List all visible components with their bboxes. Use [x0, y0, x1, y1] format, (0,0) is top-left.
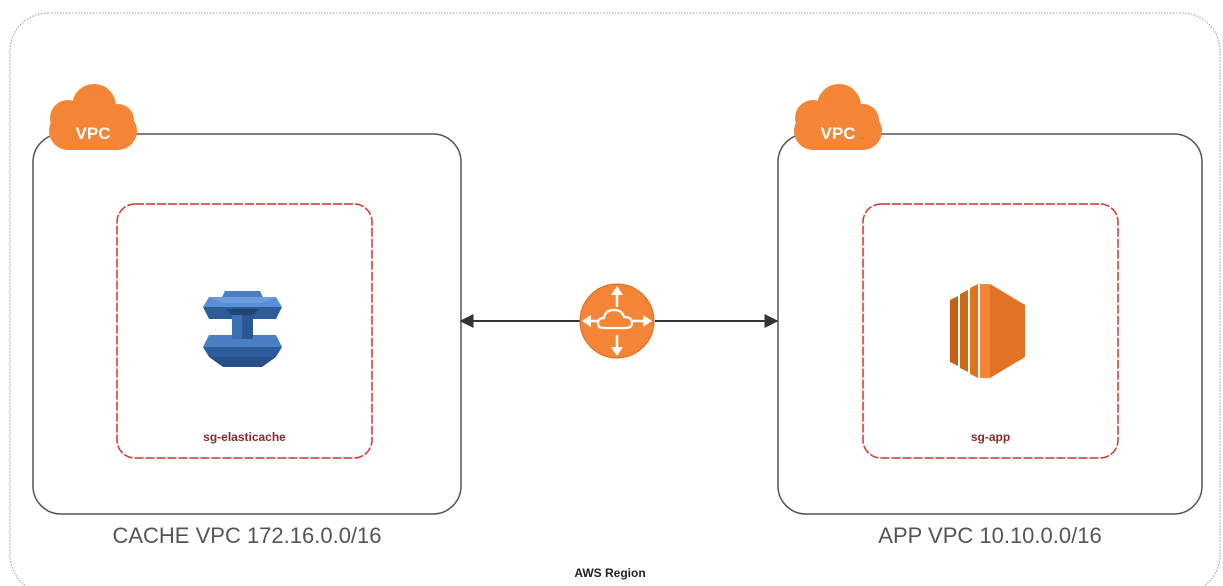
vpc-peering-router-icon: [579, 283, 655, 359]
cache-vpc-badge-label: VPC: [76, 124, 111, 143]
sg-app-label: sg-app: [970, 430, 1011, 444]
app-vpc-badge: VPC: [794, 84, 882, 150]
vpc-cloud-icon: [49, 84, 137, 150]
elasticache-icon: [203, 291, 282, 367]
ec2-instances-icon: [950, 284, 1025, 378]
vpc-cloud-icon: [794, 84, 882, 150]
cache-vpc-badge: VPC: [49, 84, 137, 150]
app-vpc-label: APP VPC 10.10.0.0/16: [878, 523, 1102, 548]
aws-region-boundary: [9, 12, 1221, 586]
aws-region-label: AWS Region: [574, 566, 646, 580]
sg-elasticache-label: sg-elasticache: [203, 430, 286, 444]
sg-app-box: [862, 203, 1119, 459]
sg-elasticache-box: [116, 203, 373, 459]
app-vpc-badge-label: VPC: [821, 124, 856, 143]
cache-vpc-label: CACHE VPC 172.16.0.0/16: [112, 523, 382, 548]
